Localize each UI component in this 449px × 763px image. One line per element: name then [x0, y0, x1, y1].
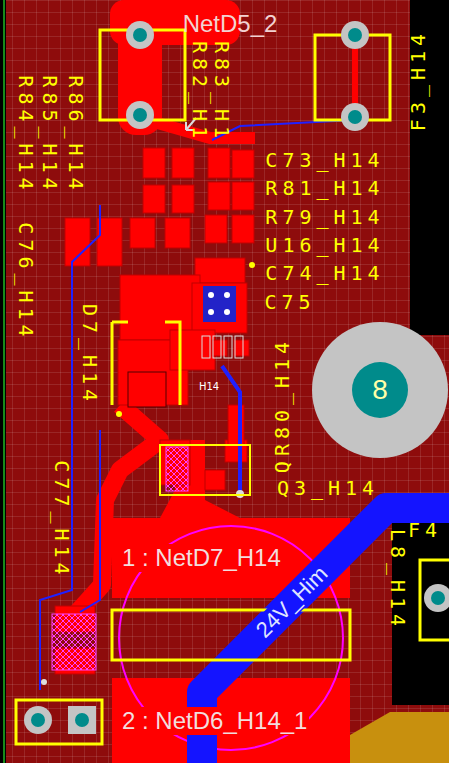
smd-pad [192, 283, 247, 333]
smd-pad [143, 148, 165, 178]
designator: R82_H1 [188, 41, 212, 143]
smd-pad [195, 258, 245, 283]
inductor-outline [119, 526, 343, 750]
signal-trace [40, 205, 100, 690]
connector-outline [16, 700, 102, 744]
designator: QR80_H14 [270, 337, 294, 473]
drill-hole [75, 713, 89, 727]
designator: R86_H14 [64, 75, 88, 194]
via [208, 309, 214, 315]
drill-hole [133, 28, 147, 42]
designator: F4 [408, 518, 442, 542]
pin-outline [202, 336, 210, 358]
net-name: NetD5_2 [183, 10, 278, 38]
designator: R84_H14 [14, 75, 38, 194]
via [41, 679, 47, 685]
smd-pad [165, 218, 190, 248]
via [224, 292, 230, 298]
designator: C75 [264, 290, 315, 314]
designator: R85_H14 [38, 75, 62, 194]
net-name: H14 [199, 381, 219, 392]
signal-trace [80, 430, 100, 612]
through-hole-pad [24, 706, 52, 734]
callout-number: 8 [372, 374, 388, 406]
smd-pad [205, 470, 225, 490]
smd-pad [208, 182, 230, 210]
drill-hole [133, 108, 147, 122]
smd-pad [130, 218, 155, 248]
smd-pad [208, 148, 230, 178]
pin1-mark [249, 262, 255, 268]
drill-hole [348, 28, 362, 42]
net-name: 2 : NetD6_H14_1 [120, 707, 309, 735]
net-name: 1 : NetD7_H14 [120, 544, 283, 572]
through-hole-pad [341, 103, 369, 131]
transistor-body [166, 447, 188, 491]
silkscreen-outline [112, 610, 350, 660]
mounting-hole [312, 322, 448, 458]
designator: R81_H14 [265, 176, 384, 200]
smd-pad [212, 340, 227, 356]
pin-outline [224, 336, 232, 358]
designator: R83_H1 [210, 41, 234, 143]
smd-pad [232, 215, 254, 243]
signal-trace [222, 366, 240, 494]
smd-pad [172, 185, 194, 213]
silkscreen-outline [420, 560, 449, 640]
thermal-pad [203, 286, 236, 322]
designator: C74_H14 [265, 261, 384, 285]
pad-net-label: 2 : NetD6_H14_1 [112, 678, 350, 763]
smd-pad [172, 148, 194, 178]
designator: C77_H14 [50, 460, 74, 579]
diode-pad [128, 372, 166, 407]
copper-region [350, 712, 449, 763]
smd-pad [170, 330, 215, 370]
designator: L8_H14 [386, 529, 410, 631]
designator: D7_H14 [78, 304, 102, 406]
drill-hole [431, 591, 445, 605]
designator: C76_H14 [14, 222, 38, 341]
smd-pad [232, 182, 254, 210]
smd-pad [232, 150, 254, 178]
through-hole-pad [126, 101, 154, 129]
drill-hole [348, 110, 362, 124]
designator: U16_H14 [265, 233, 384, 257]
via [208, 292, 214, 298]
through-hole-pad [126, 21, 154, 49]
board-outline [3, 0, 5, 763]
drill-hole [31, 713, 45, 727]
designator: F3_H14 [406, 29, 430, 131]
board-edge [0, 0, 6, 763]
designator: R79_H14 [265, 205, 384, 229]
smd-pad [234, 340, 249, 356]
pin-outline [213, 336, 221, 358]
smd-pad [65, 218, 90, 266]
through-hole-pad [341, 21, 369, 49]
silkscreen-outline [112, 322, 180, 405]
through-hole-pad [424, 584, 449, 612]
hole-pad [352, 362, 408, 418]
through-hole-pad [68, 706, 96, 734]
smd-pad [143, 185, 165, 213]
capacitor-body [52, 614, 96, 670]
pin-outline [235, 336, 243, 358]
designator: Q3_H14 [277, 476, 379, 500]
via [224, 309, 230, 315]
designator: C73_H14 [265, 148, 384, 172]
silkscreen-outline [160, 445, 250, 495]
pin1-mark [116, 411, 122, 417]
smd-pad [205, 215, 227, 243]
